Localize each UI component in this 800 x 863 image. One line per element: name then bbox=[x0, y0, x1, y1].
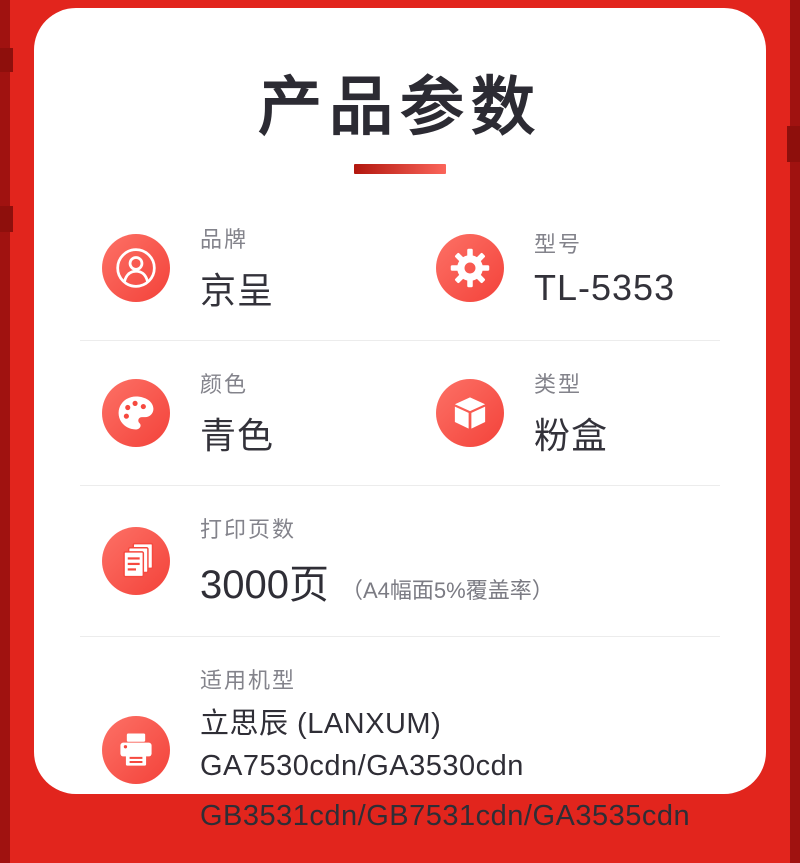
user-icon bbox=[102, 234, 170, 302]
spec-value: 京呈 bbox=[200, 270, 275, 311]
box-icon bbox=[436, 379, 504, 447]
spec-value: 青色 bbox=[200, 415, 275, 456]
spec-row-color-type: 颜色 青色 类型 粉盒 bbox=[80, 340, 720, 485]
spec-label: 适用机型 bbox=[200, 668, 297, 693]
spec-value: 粉盒 bbox=[534, 415, 609, 456]
frame-accent-square bbox=[787, 126, 800, 162]
spec-label: 品牌 bbox=[200, 227, 249, 252]
page-title: 产品参数 bbox=[258, 71, 542, 143]
printer-icon bbox=[102, 716, 170, 785]
spec-cell-model: 型号 TL-5353 bbox=[400, 196, 720, 340]
spec-cell-type: 类型 粉盒 bbox=[400, 341, 720, 485]
spec-value-line-2: GB3531cdn/GB7531cdn/GA3535cdn bbox=[200, 800, 691, 833]
gear-icon bbox=[436, 234, 504, 302]
spec-row-pages: 打印页数 3000页 （A4幅面5%覆盖率） bbox=[80, 485, 720, 636]
frame-accent-square bbox=[0, 206, 13, 232]
spec-label: 型号 bbox=[534, 232, 583, 257]
spec-note: （A4幅面5%覆盖率） bbox=[340, 578, 554, 603]
palette-icon bbox=[102, 379, 170, 447]
spec-cell-color: 颜色 青色 bbox=[80, 341, 400, 485]
spec-list: 品牌 京呈 bbox=[80, 196, 720, 863]
spec-label: 颜色 bbox=[200, 372, 249, 397]
product-spec-card: 产品参数 品牌 京呈 bbox=[34, 8, 766, 832]
spec-row-brand-model: 品牌 京呈 bbox=[80, 196, 720, 340]
spec-value-line-1: 立思辰 (LANXUM) GA7530cdn/GA3530cdn bbox=[200, 708, 524, 783]
spec-value: TL-5353 bbox=[534, 267, 676, 308]
spec-label: 打印页数 bbox=[200, 517, 297, 542]
spec-cell-brand: 品牌 京呈 bbox=[80, 196, 400, 340]
spec-row-models: 适用机型 立思辰 (LANXUM) GA7530cdn/GA3530cdn GB… bbox=[80, 636, 720, 863]
spec-cell-pages: 打印页数 3000页 （A4幅面5%覆盖率） bbox=[80, 486, 554, 636]
pages-icon bbox=[102, 527, 170, 595]
title-underline bbox=[354, 164, 446, 174]
frame-accent-square bbox=[0, 48, 13, 72]
spec-label: 类型 bbox=[534, 372, 583, 397]
spec-cell-models: 适用机型 立思辰 (LANXUM) GA7530cdn/GA3530cdn GB… bbox=[80, 637, 720, 863]
spec-value: 3000页 bbox=[200, 563, 329, 607]
